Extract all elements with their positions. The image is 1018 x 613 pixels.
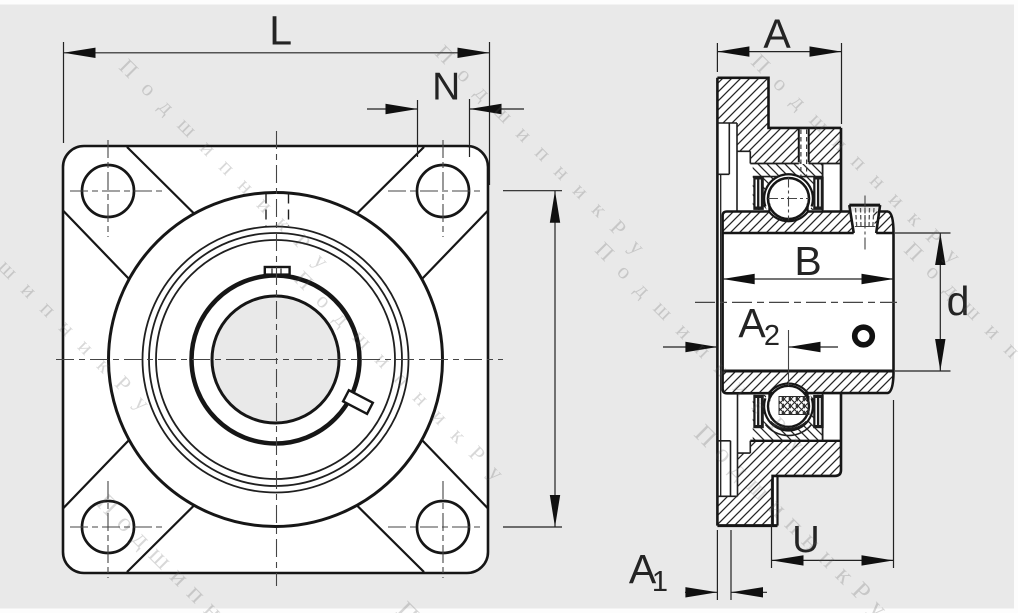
svg-text:A: A <box>763 10 791 56</box>
svg-text:1: 1 <box>652 566 668 598</box>
svg-text:d: d <box>947 278 970 324</box>
svg-text:A: A <box>738 300 766 346</box>
svg-text:A: A <box>629 546 657 592</box>
svg-text:L: L <box>269 8 292 54</box>
svg-text:N: N <box>432 66 460 109</box>
svg-text:U: U <box>792 519 819 561</box>
svg-text:2: 2 <box>764 320 780 352</box>
svg-text:B: B <box>794 238 821 284</box>
